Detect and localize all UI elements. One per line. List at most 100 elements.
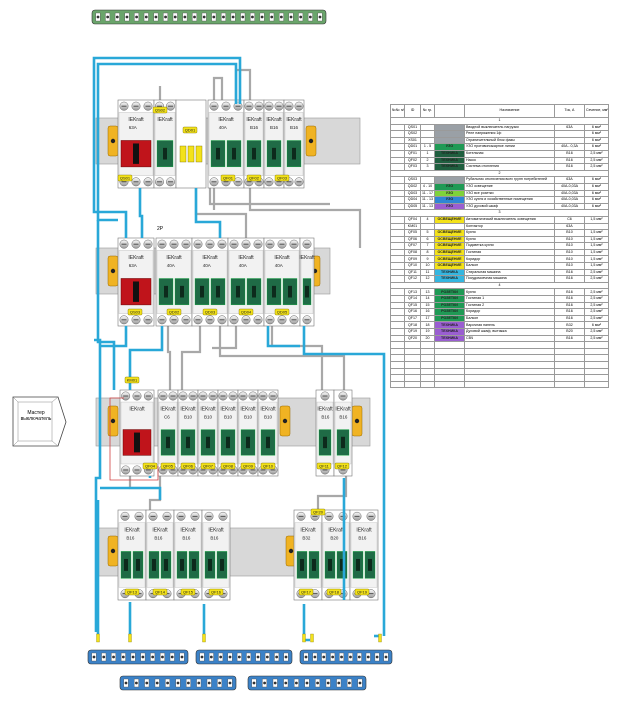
row-group: 18: [420, 321, 435, 329]
rating-text: B16: [182, 536, 191, 541]
row-num: [390, 314, 405, 323]
row-tag: РОЗЕТКИ: [434, 295, 465, 303]
row-current: B16: [554, 149, 585, 158]
row-group: [420, 130, 435, 138]
rating-text: 40A: [219, 125, 227, 130]
row-tag: [434, 176, 465, 184]
row-section: 2,5 мм²: [584, 308, 609, 316]
row-tag: УЗО: [434, 202, 465, 211]
row-purpose: УЗО противопожарное линии: [464, 143, 555, 151]
brand-text: IEKraft: [300, 528, 316, 534]
row-current: [554, 130, 585, 138]
col-section: Сечение, мм²: [584, 104, 609, 118]
row-id: QF17: [404, 314, 421, 323]
row-section: 1,5 мм²: [584, 229, 609, 237]
rating-text: B16: [210, 536, 219, 541]
row-tag: УЗО: [434, 189, 465, 198]
row-current: B10: [554, 229, 585, 237]
row-tag-text: РОЗЕТКИ: [441, 309, 458, 314]
blue-wire: [100, 326, 128, 348]
row-purpose: Автоматический выключатель освещения: [464, 215, 555, 224]
row-num: [390, 242, 405, 250]
row-tag: ТЕХНИКА: [434, 328, 465, 336]
row-tag-text: ТЕХНИКА: [441, 164, 458, 169]
row-section: 1,5 мм²: [584, 248, 609, 257]
brand-text: IEKraft: [260, 407, 276, 413]
row-group: 11 - 17: [420, 189, 435, 198]
blue-wire: [266, 326, 300, 348]
row-group: 14: [420, 295, 435, 303]
row-id: QF14: [404, 295, 421, 303]
contactor-km01: IEKraft: [119, 389, 155, 477]
row-purpose: Гостиная 2: [464, 301, 555, 310]
module-tag-text: QF03: [277, 176, 288, 181]
module-tag-text: QD03: [205, 310, 216, 315]
table-header: №№ п/п ID № гр. Назначение Ток, А Сечени…: [390, 104, 609, 118]
row-current: B10: [554, 255, 585, 264]
row-section: 2,5 мм²: [584, 288, 609, 297]
row-purpose: УЗО кухня и хозяйственные помещения: [464, 196, 555, 204]
wire-ferrule: [128, 633, 132, 643]
rail-end-stop: [107, 405, 119, 437]
row-current: B16: [554, 314, 585, 323]
row-tag: УЗО: [434, 196, 465, 204]
row-tag-text: ОСВЕЩЕНИЕ: [437, 263, 462, 268]
row-section: 1,5 мм²: [584, 215, 609, 224]
row-id: QF15: [404, 301, 421, 310]
module-tag: QF17: [298, 588, 314, 596]
row-group: 16: [420, 308, 435, 316]
module-tag-text: QF08: [223, 464, 234, 469]
circuit-table: №№ п/п ID № гр. Назначение Ток, А Сечени…: [390, 104, 609, 389]
rating-text: B10: [244, 414, 253, 419]
gray-wire: [166, 326, 172, 390]
module-tag: QF08: [220, 462, 236, 470]
row-current: 40A-0,03A: [554, 202, 585, 211]
table-empty-row: [390, 341, 609, 349]
module-tag-text: QS01: [120, 176, 131, 181]
row-num: [390, 176, 405, 184]
brand-text: IEKraft: [335, 407, 351, 413]
row-purpose: УЗО духовой шкаф: [464, 202, 555, 211]
row-section: 2,5 мм²: [584, 268, 609, 277]
row-num: [390, 143, 405, 151]
row-current: 63A: [554, 176, 585, 184]
rating-text: B16: [339, 414, 348, 419]
row-tag: РОЗЕТКИ: [434, 288, 465, 297]
rail-end-stop: [107, 535, 119, 567]
master-switch-box: [12, 396, 67, 447]
row-tag: [434, 222, 465, 231]
module-tag: QF02: [246, 174, 262, 182]
rating-text: 63A: [129, 263, 137, 268]
row-tag-text: РОЗЕТКИ: [441, 315, 458, 320]
module-tag: QF14: [152, 588, 168, 596]
brand-text: IEKraft: [266, 117, 282, 123]
row-section: 2,5 мм²: [584, 149, 609, 158]
group-number: 1: [390, 117, 609, 125]
rating-text: B16: [154, 536, 163, 541]
row-id: QF20: [404, 334, 421, 343]
module-tag-text: QF13: [127, 590, 138, 595]
gray-wire: [316, 476, 348, 510]
row-group: 4 - 10: [420, 182, 435, 191]
brand-text: IEKraft: [246, 117, 262, 123]
row-tag-text: ТЕХНИКА: [441, 335, 458, 340]
row-current: B16: [554, 268, 585, 277]
row-group: 1: [420, 149, 435, 158]
row-purpose: Реле напряжения 1ф: [464, 130, 555, 138]
row-num: [390, 189, 405, 198]
rating-text: 40A: [203, 263, 211, 268]
row-group: [420, 176, 435, 184]
rating-text: B10: [224, 414, 233, 419]
module-tag-text: QF18: [329, 590, 340, 595]
row-group: 11: [420, 268, 435, 277]
row-tag: ТЕХНИКА: [434, 268, 465, 277]
table-empty-row: [390, 374, 609, 382]
